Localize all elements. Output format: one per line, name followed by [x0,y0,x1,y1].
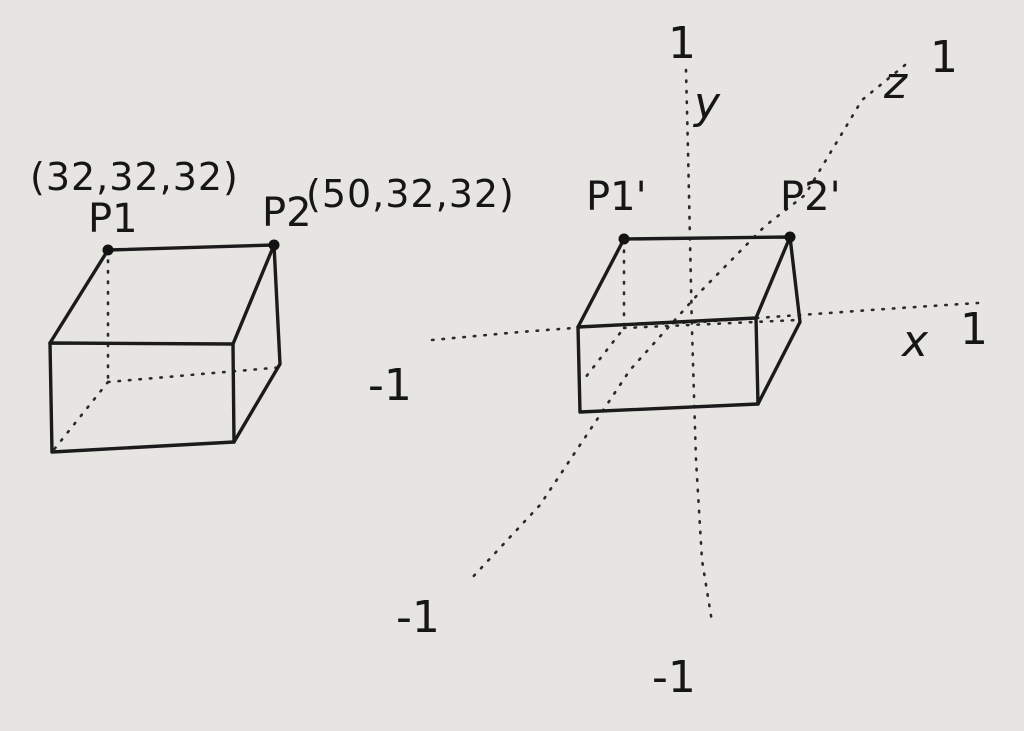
coordinate-axes [430,63,980,624]
right-cube-right-edges [756,235,802,406]
y-negative-tick: -1 [652,652,696,703]
right-cube [576,231,802,414]
left-cube-hidden-bottom-edge [106,365,286,384]
z-positive-tick: 1 [930,32,958,83]
right-cube-front-face [576,316,760,414]
left-cube-hidden-depth-edge [50,380,110,454]
z-negative-tick: -1 [396,592,440,643]
left-p2-coordinate: (50,32,32) [306,172,515,216]
right-cube-hidden-vertical-edge [583,238,626,380]
left-p1-label: P1 [88,196,138,242]
left-cube [48,239,286,454]
y-positive-tick: 1 [668,18,696,69]
x-positive-tick: 1 [960,304,988,355]
right-cube-vertex-p1-prime [618,233,630,245]
z-axis-label: z [883,58,908,109]
right-cube-top-face [576,235,792,329]
left-cube-top-face [48,243,276,346]
left-p2-label: P2 [262,190,312,236]
left-cube-vertex-p1 [102,244,114,256]
left-cube-front-face [48,341,236,454]
left-cube-vertex-p2 [268,239,280,251]
right-p1-prime-label: P1' [586,174,647,220]
right-cube-vertex-p2-prime [784,231,796,243]
z-axis [468,63,907,582]
x-negative-tick: -1 [368,360,412,411]
y-axis-label: y [692,78,721,129]
right-p2-prime-label: P2' [780,174,841,220]
y-axis [684,68,714,624]
left-p1-coordinate: (32,32,32) [30,155,239,199]
left-cube-right-edges [232,243,282,444]
x-axis-label: x [900,316,929,367]
